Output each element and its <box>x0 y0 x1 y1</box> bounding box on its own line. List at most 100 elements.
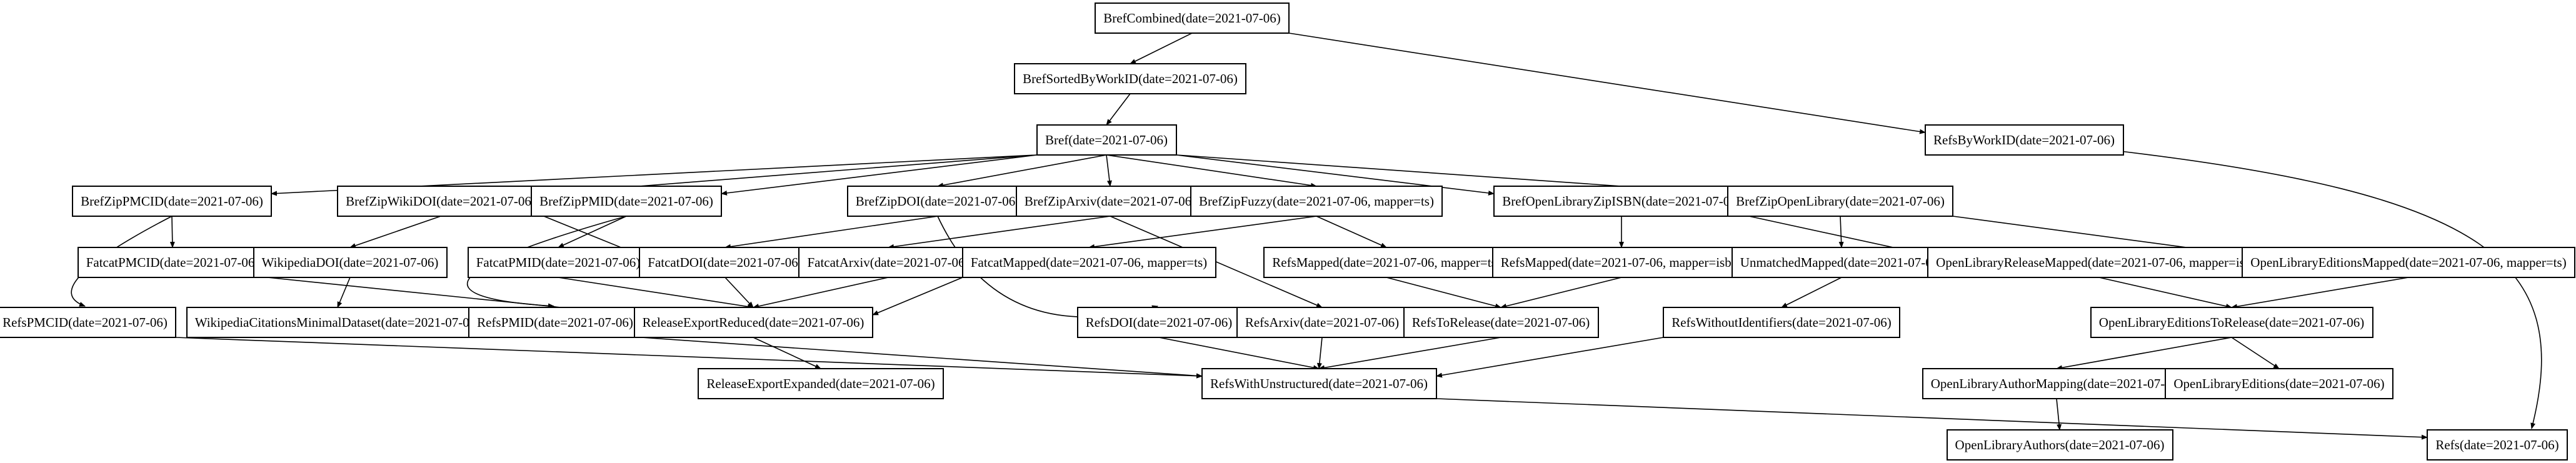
node-label-wikipedia-doi: WikipediaDOI(date=2021-07-06) <box>262 255 439 270</box>
node-label-unmatched-mapped: UnmatchedMapped(date=2021-07-06) <box>1740 255 1943 270</box>
node-refs-arxiv: RefsArxiv(date=2021-07-06) <box>1236 307 1408 338</box>
node-bref-open-library-zip-isbn: BrefOpenLibraryZipISBN(date=2021-07-06) <box>1493 186 1750 217</box>
edge-refs-with-unstructured-to-refs <box>1436 398 2428 440</box>
node-label-fatcat-mapped-ts: FatcatMapped(date=2021-07-06, mapper=ts) <box>971 255 1207 270</box>
edge-refs-pmcid-to-refs-with-unstructured <box>175 337 1203 379</box>
node-unmatched-mapped: UnmatchedMapped(date=2021-07-06) <box>1732 247 1952 278</box>
node-bref-zip-fuzzy-ts: BrefZipFuzzy(date=2021-07-06, mapper=ts) <box>1190 186 1443 217</box>
node-label-bref: Bref(date=2021-07-06) <box>1045 132 1168 147</box>
node-label-open-library-editions-mapped-ts: OpenLibraryEditionsMapped(date=2021-07-0… <box>2250 255 2566 270</box>
node-open-library-author-mapping: OpenLibraryAuthorMapping(date=2021-07-06… <box>1922 368 2192 399</box>
node-label-refs-mapped-isbn: RefsMapped(date=2021-07-06, mapper=isbn) <box>1501 255 1742 270</box>
edge-bref-zip-fuzzy-ts-to-refs-mapped-ts <box>1316 216 1387 248</box>
node-open-library-editions-to-release: OpenLibraryEditionsToRelease(date=2021-0… <box>2090 307 2373 338</box>
node-label-bref-zip-arxiv: BrefZipArxiv(date=2021-07-06) <box>1025 194 1196 209</box>
node-box-refs-pmid <box>468 307 642 338</box>
node-box-refs-doi <box>1077 307 1241 338</box>
edge-refs-pmid-to-refs-with-unstructured <box>641 337 1203 379</box>
node-refs-pmid: RefsPMID(date=2021-07-06) <box>468 307 642 338</box>
node-refs-with-unstructured: RefsWithUnstructured(date=2021-07-06) <box>1201 368 1437 399</box>
edge-bref-combined-to-refs-by-work-id <box>1288 32 1926 134</box>
node-label-open-library-author-mapping: OpenLibraryAuthorMapping(date=2021-07-06… <box>1931 376 2183 391</box>
node-bref-zip-pmid: BrefZipPMID(date=2021-07-06) <box>531 186 722 217</box>
node-box-unmatched-mapped <box>1732 247 1952 278</box>
node-label-bref-zip-open-library: BrefZipOpenLibrary(date=2021-07-06) <box>1736 194 1945 209</box>
node-box-fatcat-pmid <box>468 247 649 278</box>
node-label-release-export-reduced: ReleaseExportReduced(date=2021-07-06) <box>643 315 865 330</box>
edge-bref-zip-wiki-doi-to-wikipedia-doi <box>349 216 441 248</box>
node-box-bref-zip-fuzzy-ts <box>1190 186 1443 217</box>
node-label-refs-pmcid: RefsPMCID(date=2021-07-06) <box>3 315 168 330</box>
edge-fatcat-doi-to-release-export-reduced <box>724 277 754 308</box>
node-box-refs-by-work-id <box>1925 124 2124 156</box>
edge-refs-arxiv-to-refs-with-unstructured <box>1316 337 1323 369</box>
node-box-refs-to-release <box>1403 307 1599 338</box>
edge-bref-combined-to-bref-sorted-by-work-id <box>1130 32 1193 64</box>
node-box-bref-zip-pmcid <box>72 186 272 217</box>
edge-bref-zip-arxiv-to-fatcat-arxiv <box>888 216 1111 249</box>
edge-bref-to-bref-zip-fuzzy-ts <box>1106 154 1317 188</box>
node-label-bref-zip-fuzzy-ts: BrefZipFuzzy(date=2021-07-06, mapper=ts) <box>1199 194 1434 209</box>
edge-bref-zip-fuzzy-ts-to-fatcat-mapped-ts <box>1088 216 1317 249</box>
node-box-wikipedia-citations-minimal-dataset <box>186 307 489 338</box>
node-bref-zip-arxiv: BrefZipArxiv(date=2021-07-06) <box>1016 186 1205 217</box>
edge-fatcat-mapped-ts-to-release-export-reduced <box>872 277 963 316</box>
edge-bref-sorted-by-work-id-to-bref <box>1106 93 1131 126</box>
node-bref-sorted-by-work-id: BrefSortedByWorkID(date=2021-07-06) <box>1014 63 1246 94</box>
edge-bref-zip-pmid-to-fatcat-pmid <box>558 216 627 248</box>
edge-open-library-release-mapped-isbn-to-open-library-editions-to-release <box>2098 277 2232 309</box>
node-label-refs-doi: RefsDOI(date=2021-07-06) <box>1086 315 1233 330</box>
edge-refs-without-identifiers-to-refs-with-unstructured <box>1436 337 1664 378</box>
node-box-wikipedia-doi <box>253 247 448 278</box>
node-box-refs-with-unstructured <box>1201 368 1437 399</box>
node-refs-mapped-isbn: RefsMapped(date=2021-07-06, mapper=isbn) <box>1492 247 1752 278</box>
node-release-export-reduced: ReleaseExportReduced(date=2021-07-06) <box>634 307 873 338</box>
node-box-bref-zip-pmid <box>531 186 722 217</box>
node-box-open-library-author-mapping <box>1922 368 2192 399</box>
node-release-export-expanded: ReleaseExportExpanded(date=2021-07-06) <box>698 368 944 399</box>
node-label-fatcat-doi: FatcatDOI(date=2021-07-06) <box>648 255 802 270</box>
node-label-bref-zip-pmid: BrefZipPMID(date=2021-07-06) <box>539 194 713 209</box>
node-box-refs-without-identifiers <box>1663 307 1900 338</box>
node-label-fatcat-pmid: FatcatPMID(date=2021-07-06) <box>476 255 641 270</box>
node-label-bref-zip-wiki-doi: BrefZipWikiDOI(date=2021-07-06) <box>346 194 536 209</box>
edge-refs-doi-to-refs-with-unstructured <box>1158 337 1320 371</box>
node-label-refs-pmid: RefsPMID(date=2021-07-06) <box>477 315 633 330</box>
node-box-release-export-reduced <box>634 307 873 338</box>
node-bref-zip-wiki-doi: BrefZipWikiDOI(date=2021-07-06) <box>337 186 544 217</box>
node-box-open-library-authors <box>1947 429 2173 461</box>
edge-refs-mapped-ts-to-refs-to-release <box>1386 277 1501 309</box>
node-fatcat-arxiv: FatcatArxiv(date=2021-07-06) <box>798 247 978 278</box>
node-label-bref-combined: BrefCombined(date=2021-07-06) <box>1103 11 1281 26</box>
node-label-refs-with-unstructured: RefsWithUnstructured(date=2021-07-06) <box>1210 376 1428 391</box>
node-label-open-library-editions: OpenLibraryEditions(date=2021-07-06) <box>2173 376 2384 391</box>
node-label-wikipedia-citations-minimal-dataset: WikipediaCitationsMinimalDataset(date=20… <box>195 315 481 330</box>
node-label-fatcat-arxiv: FatcatArxiv(date=2021-07-06) <box>807 255 969 270</box>
node-refs: Refs(date=2021-07-06) <box>2427 429 2568 461</box>
edge-unmatched-mapped-to-refs-without-identifiers <box>1781 277 1842 308</box>
edge-refs-mapped-isbn-to-refs-to-release <box>1500 277 1622 309</box>
node-open-library-release-mapped-isbn: OpenLibraryReleaseMapped(date=2021-07-06… <box>1927 247 2271 278</box>
node-refs-doi: RefsDOI(date=2021-07-06) <box>1077 307 1241 338</box>
node-label-bref-sorted-by-work-id: BrefSortedByWorkID(date=2021-07-06) <box>1023 71 1238 86</box>
node-label-refs: Refs(date=2021-07-06) <box>2435 437 2558 452</box>
node-label-fatcat-pmcid: FatcatPMCID(date=2021-07-06) <box>86 255 259 270</box>
edge-refs-to-release-to-refs-with-unstructured <box>1318 337 1501 371</box>
node-refs-mapped-ts: RefsMapped(date=2021-07-06, mapper=ts) <box>1263 247 1510 278</box>
edge-refs-by-work-id-to-refs <box>2109 149 2542 429</box>
node-box-bref-zip-arxiv <box>1016 186 1205 217</box>
node-label-bref-zip-doi: BrefZipDOI(date=2021-07-06) <box>856 194 1020 209</box>
node-box-open-library-editions-to-release <box>2090 307 2373 338</box>
node-open-library-editions: OpenLibraryEditions(date=2021-07-06) <box>2165 368 2393 399</box>
node-box-open-library-release-mapped-isbn <box>1927 247 2271 278</box>
node-fatcat-pmid: FatcatPMID(date=2021-07-06) <box>468 247 649 278</box>
node-box-bref-combined <box>1095 2 1290 34</box>
node-refs-to-release: RefsToRelease(date=2021-07-06) <box>1403 307 1599 338</box>
node-wikipedia-citations-minimal-dataset: WikipediaCitationsMinimalDataset(date=20… <box>186 307 489 338</box>
edge-open-library-editions-to-release-to-open-library-editions <box>2231 337 2280 369</box>
node-label-refs-without-identifiers: RefsWithoutIdentifiers(date=2021-07-06) <box>1671 315 1892 330</box>
node-label-open-library-release-mapped-isbn: OpenLibraryReleaseMapped(date=2021-07-06… <box>1936 255 2262 270</box>
edge-wikipedia-doi-to-wikipedia-citations-minimal-dataset <box>337 277 351 308</box>
node-refs-without-identifiers: RefsWithoutIdentifiers(date=2021-07-06) <box>1663 307 1900 338</box>
